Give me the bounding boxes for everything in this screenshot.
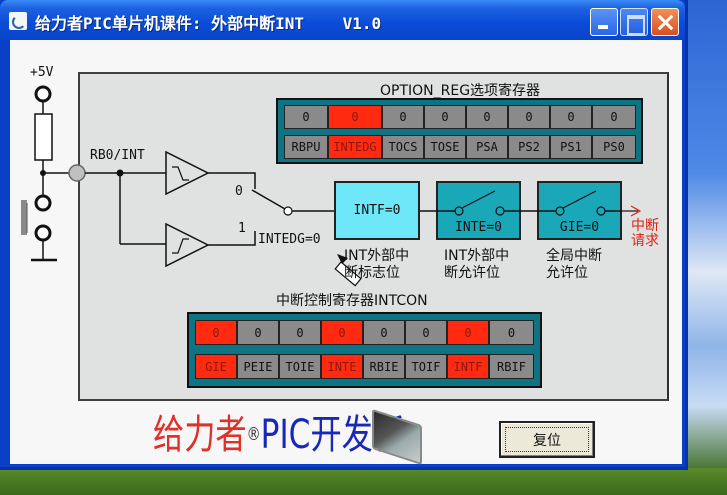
option-reg-bit-name-row: RBPU INTEDG TOCS TOSE PSA PS2 PS1 PS0 <box>284 135 636 159</box>
minimize-button[interactable] <box>590 8 618 36</box>
intcon-bit-value[interactable]: 0 <box>237 320 279 345</box>
intcon-value-row: 0 0 0 0 0 0 0 0 <box>195 320 534 345</box>
schmitt-trigger-inverting-icon <box>165 150 210 196</box>
option-reg-bit-value[interactable]: 0 <box>592 105 636 129</box>
option-reg-bit-name: PS0 <box>592 135 636 159</box>
gie-caption-line: 允许位 <box>546 265 588 281</box>
intcon-bit-name: GIE <box>195 354 237 379</box>
window-title: 给力者PIC单片机课件: 外部中断INT V1.0 <box>35 14 382 33</box>
gie-switch-label: GIE=0 <box>559 220 600 235</box>
option-reg-bit-value[interactable]: 0 <box>508 105 550 129</box>
intedg-status: INTEDG=0 <box>258 232 321 247</box>
option-reg-bit-name: TOSE <box>424 135 466 159</box>
intcon-bit-name: RBIF <box>489 354 534 379</box>
maximize-button[interactable] <box>620 8 648 36</box>
button-terminal-icon <box>34 194 52 212</box>
inte-switch-icon <box>461 190 496 209</box>
close-button[interactable] <box>651 8 679 36</box>
intcon-bit-value[interactable]: 0 <box>447 320 489 345</box>
intcon-bit-value[interactable]: 0 <box>489 320 534 345</box>
option-reg-value-row: 0 0 0 0 0 0 0 0 <box>284 105 636 129</box>
gie-caption: 全局中断 允许位 <box>546 248 602 282</box>
desktop-background <box>686 0 727 495</box>
intf-caption-line: INT外部中 <box>344 248 410 264</box>
intf-caption-line: 断标志位 <box>344 265 400 281</box>
inte-caption: INT外部中 断允许位 <box>444 248 509 282</box>
option-reg-bit-name: TOCS <box>382 135 424 159</box>
intf-flag-box: INTF=0 <box>334 181 420 240</box>
option-reg-bit-name: INTEDG <box>328 135 382 159</box>
intcon-bit-name: TOIF <box>405 354 447 379</box>
inte-caption-line: 断允许位 <box>444 265 500 281</box>
intcon-bit-value[interactable]: 0 <box>195 320 237 345</box>
pin-label: RB0/INT <box>90 148 145 163</box>
gie-caption-line: 全局中断 <box>546 248 602 264</box>
arrow-right-icon <box>630 205 642 217</box>
vcc-label: +5V <box>30 65 54 80</box>
intcon-bit-value[interactable]: 0 <box>321 320 363 345</box>
request-line: 中断 <box>631 218 659 234</box>
desktop-background-bottom <box>0 468 727 495</box>
mouse-cursor-icon <box>334 254 362 287</box>
logo-brand: 给力者 <box>153 412 247 458</box>
intcon-bit-value[interactable]: 0 <box>405 320 447 345</box>
intcon-bit-name: INTF <box>447 354 489 379</box>
option-reg-bit-name: RBPU <box>284 135 328 159</box>
intcon-bit-name: PEIE <box>237 354 279 379</box>
switch-contact-icon <box>454 206 464 216</box>
option-reg-bit-value[interactable]: 0 <box>466 105 508 129</box>
intcon-bit-value[interactable]: 0 <box>363 320 405 345</box>
request-line: 请求 <box>631 233 659 249</box>
inte-caption-line: INT外部中 <box>444 248 510 264</box>
mux-input-0-label: 0 <box>235 184 243 199</box>
intcon-bit-name: RBIE <box>363 354 405 379</box>
option-reg-bit-value[interactable]: 0 <box>424 105 466 129</box>
option-reg-bit-value[interactable]: 0 <box>382 105 424 129</box>
brand-logo: 给力者®PIC开发板 <box>153 410 404 460</box>
intcon-bit-value[interactable]: 0 <box>279 320 321 345</box>
option-reg-bit-name: PS2 <box>508 135 550 159</box>
option-reg-bit-name: PS1 <box>550 135 592 159</box>
intcon-title: 中断控制寄存器INTCON <box>276 293 428 309</box>
push-button-icon <box>21 200 27 235</box>
title-bar[interactable]: 给力者PIC单片机课件: 外部中断INT V1.0 <box>0 0 685 40</box>
inte-switch-label: INTE=0 <box>455 220 502 235</box>
schmitt-trigger-noninverting-icon <box>165 222 210 268</box>
switch-contact-icon <box>555 206 565 216</box>
app-icon[interactable] <box>9 12 27 30</box>
option-reg-bit-value[interactable]: 0 <box>550 105 592 129</box>
option-reg-bit-value[interactable]: 0 <box>328 105 382 129</box>
intcon-bit-name: TOIE <box>279 354 321 379</box>
mux-switch-icon <box>251 189 286 210</box>
option-reg-bit-name: PSA <box>466 135 508 159</box>
mux-input-1-label: 1 <box>238 221 246 236</box>
logo-registered-mark: ® <box>246 424 261 445</box>
intf-caption: INT外部中 断标志位 <box>344 248 409 282</box>
interrupt-request-label: 中断 请求 <box>631 219 659 249</box>
option-reg-title: OPTION_REG选项寄存器 <box>380 83 541 99</box>
reset-button-label: 复位 <box>533 432 561 449</box>
intcon-bit-name: INTE <box>321 354 363 379</box>
gie-switch-icon <box>562 190 597 209</box>
reset-button[interactable]: 复位 <box>499 421 595 458</box>
option-reg-bit-value[interactable]: 0 <box>284 105 328 129</box>
intcon-bit-name-row: GIE PEIE TOIE INTE RBIE TOIF INTF RBIF <box>195 354 534 379</box>
